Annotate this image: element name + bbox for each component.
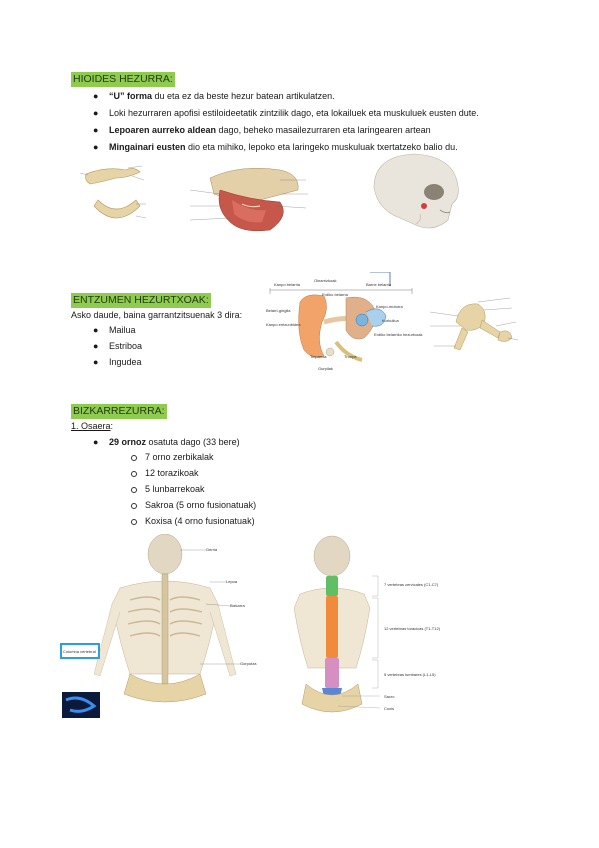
- spine-label-cervical: 7 vertebras cervicales (C1-C7): [384, 582, 439, 587]
- hioides-bullet-2: Loki hezurraren apofisi estiloideetatik …: [109, 108, 479, 118]
- spine-regions-illustration: 7 vertebras cervicales (C1-C7) 12 verteb…: [292, 534, 472, 734]
- bullet-dot: ●: [93, 142, 99, 152]
- hioides-bullet-4: Mingainari eusten dio eta mihiko, lepoko…: [109, 142, 458, 152]
- back-label: Gorputza: [240, 661, 257, 666]
- section-heading-bizkarrezurra: BIZKARREZURRA:: [71, 404, 167, 419]
- spine-label-lumbar: 5 vertebras lumbares (L1-L5): [384, 672, 436, 677]
- ear-label: Gurpilak: [318, 366, 333, 371]
- bullet-dot: ●: [93, 325, 99, 335]
- circle-bullet: [131, 503, 137, 509]
- spine-label-coccyx: Coxis: [384, 706, 395, 711]
- ear-label: Barne belarria: [366, 282, 392, 287]
- circle-bullet: [131, 519, 137, 525]
- vertebra-item-2: 12 torazikoak: [145, 468, 199, 478]
- spine-label-thoracic: 12 vertebras toracicas (T1-T12): [384, 626, 441, 631]
- bullet-dot: ●: [93, 357, 99, 367]
- skull-illustration: [373, 153, 459, 229]
- entzumen-item-3: Ingudea: [109, 357, 142, 367]
- ear-label: Kurkuilua: [382, 318, 399, 323]
- bullet-dot: ●: [93, 125, 99, 135]
- hioides-bullet-3: Lepoaren aurreko aldean dago, beheko mas…: [109, 125, 431, 135]
- vertebra-item-4: Sakroa (5 orno fusionatuak): [145, 500, 257, 510]
- ear-anatomy-illustration: Oinarrizkoak Kanpo belarria Erdiko belar…: [266, 272, 422, 376]
- entzumen-intro: Asko daude, baina garrantzitsuenak 3 dir…: [71, 310, 243, 320]
- ear-label: Erdiko belarria: [322, 292, 348, 297]
- ear-label: Kanpo belarria: [274, 282, 301, 287]
- hyoid-bone-illustration: [79, 165, 147, 219]
- bullet-dot: ●: [93, 341, 99, 351]
- bizkar-main-bullet: 29 ornoz osatuta dago (33 bere): [109, 437, 240, 447]
- ear-label: Kanpo entzunbidea: [266, 322, 301, 327]
- entzumen-item-2: Estriboa: [109, 341, 143, 351]
- ear-label: Belarri-gingila: [266, 308, 291, 313]
- hioides-bullet-1: “U” forma du eta ez da beste hezur batea…: [109, 91, 335, 101]
- ear-label: Kanpo-muturra: [376, 304, 403, 309]
- back-label: Bizkarra: [230, 603, 245, 608]
- ear-ossicles-illustration: [429, 297, 519, 351]
- circle-bullet: [131, 487, 137, 493]
- circle-bullet: [131, 471, 137, 477]
- ear-label: Oinarrizkoak: [314, 278, 337, 283]
- back-skeleton-illustration: Gerria Lepoa Bizkarra Gorputza Columna v…: [60, 534, 280, 720]
- vertebra-item-5: Koxisa (4 orno fusionatuak): [145, 516, 255, 526]
- circle-bullet: [131, 455, 137, 461]
- spine-label-sacrum: Sacro: [384, 694, 395, 699]
- section-heading-hioides: HIOIDES HEZURRA:: [71, 72, 175, 87]
- osaera-subheading: 1. Osaera:: [71, 421, 114, 431]
- ear-label: Erdiko belarriko hezurtxoak: [374, 332, 423, 337]
- ear-label: Tinpanoa: [310, 354, 327, 359]
- bullet-dot: ●: [93, 108, 99, 118]
- vertebra-item-1: 7 orno zerbikalak: [145, 452, 214, 462]
- vertebra-item-3: 5 lunbarrekoak: [145, 484, 205, 494]
- section-heading-entzumen: ENTZUMEN HEZURTXOAK:: [71, 293, 211, 308]
- bullet-dot: ●: [93, 91, 99, 101]
- entzumen-item-1: Mailua: [109, 325, 136, 335]
- back-label: Gerria: [206, 547, 218, 552]
- ear-label: Tronpa: [344, 354, 357, 359]
- back-label: Lepoa: [226, 579, 238, 584]
- neck-muscles-illustration: [189, 167, 308, 232]
- bullet-dot: ●: [93, 437, 99, 447]
- back-label: Columna vertebral: [63, 649, 96, 654]
